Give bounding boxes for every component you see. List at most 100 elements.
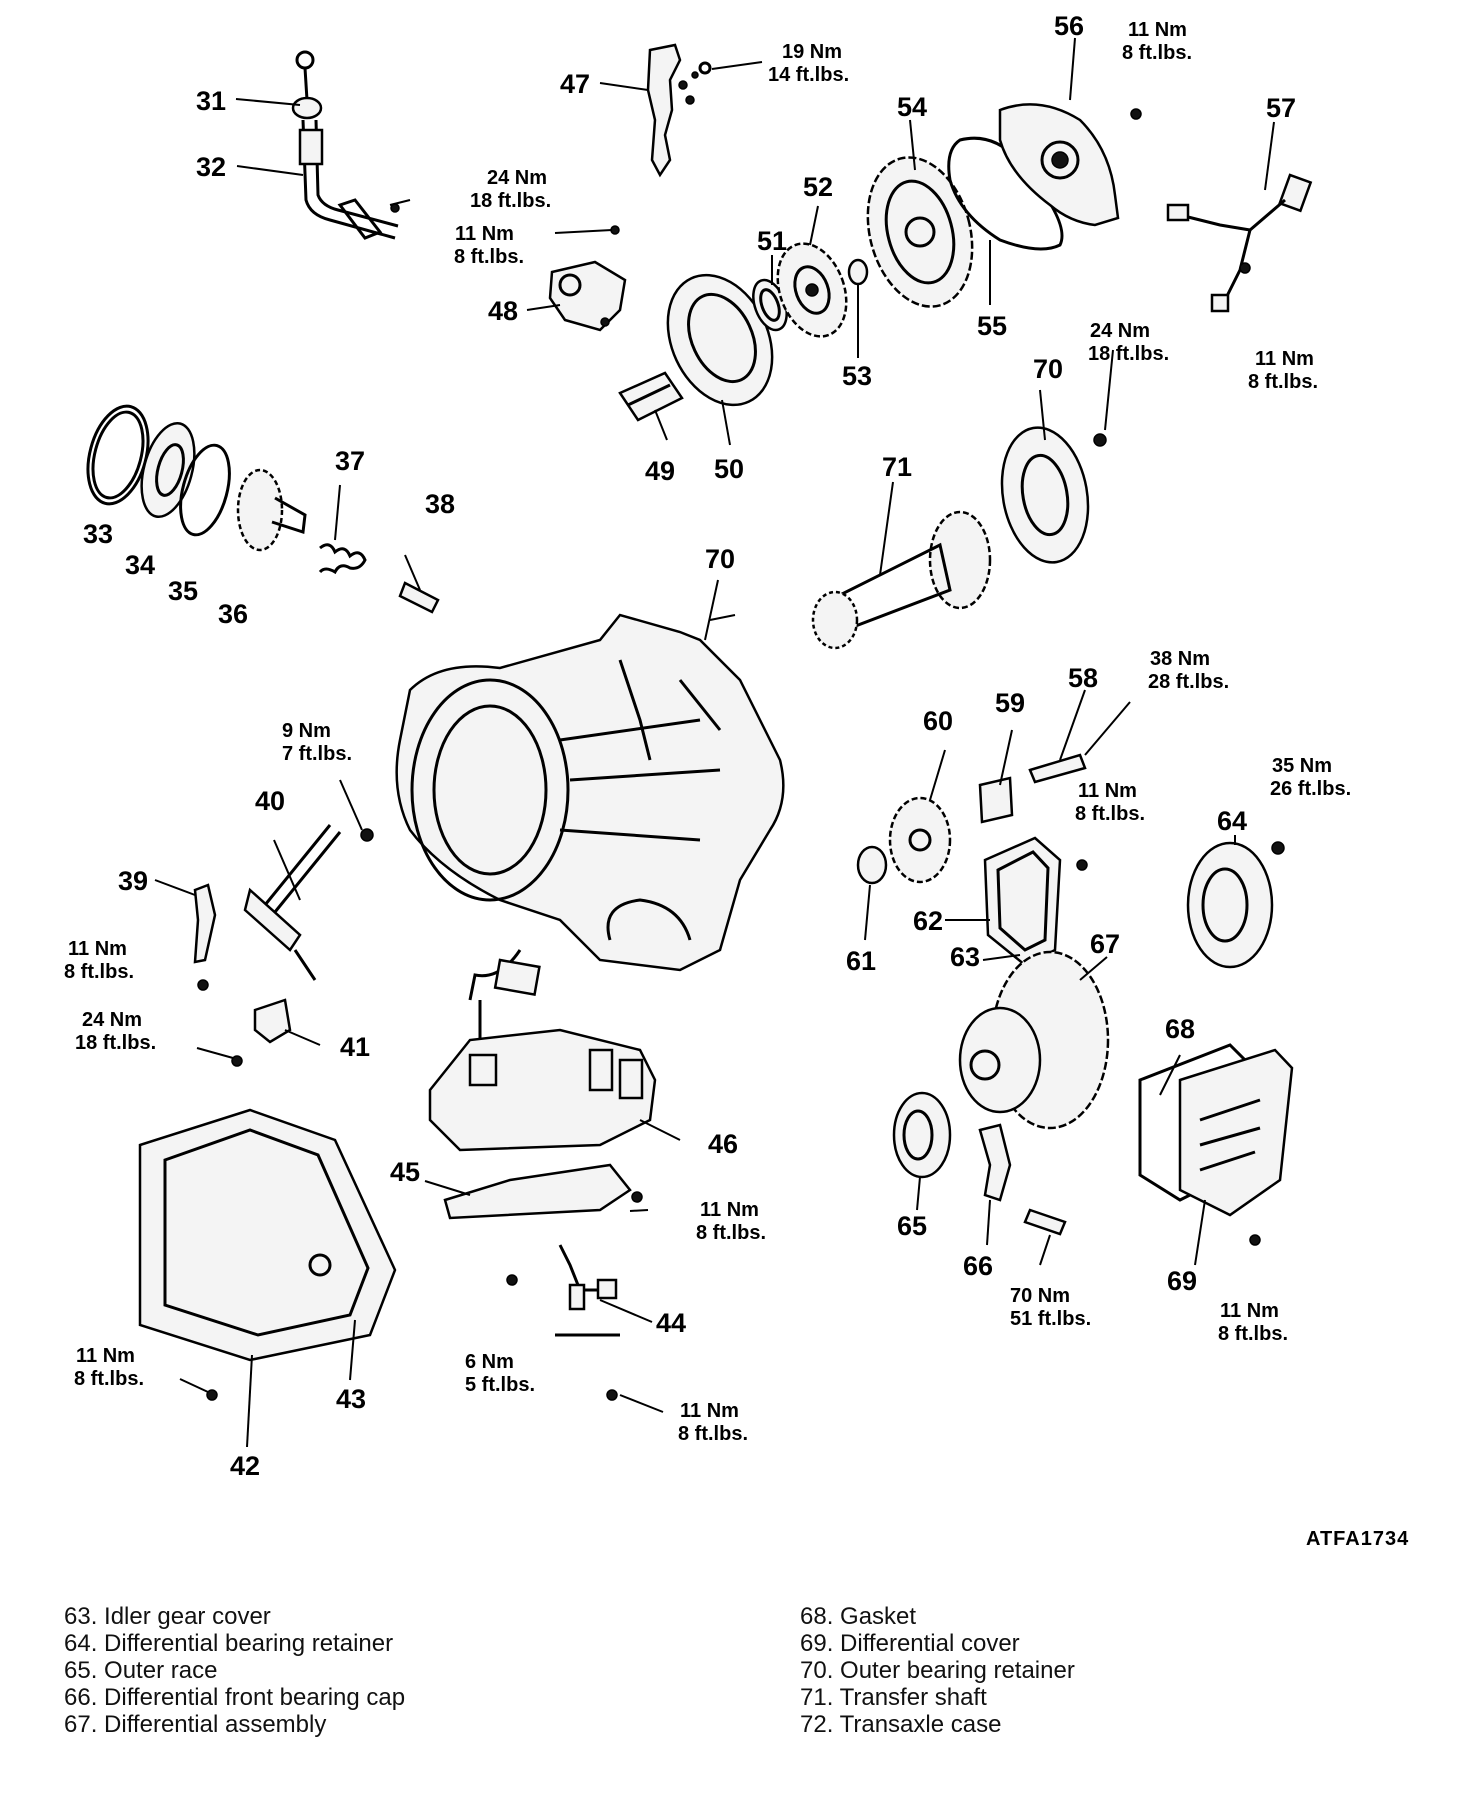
callout-58: 58	[1068, 663, 1098, 693]
oil-pan-part	[138, 1108, 397, 1362]
bolt-58-part	[1028, 753, 1087, 784]
callout-70-upper: 70	[1033, 354, 1063, 384]
bearing-cap-part	[978, 1123, 1012, 1202]
callout-53: 53	[842, 361, 872, 391]
legend-item: 70. Outer bearing retainer	[800, 1657, 1075, 1684]
callout-35: 35	[168, 576, 198, 606]
callout-41: 41	[340, 1032, 370, 1062]
callout-37: 37	[335, 446, 365, 476]
callout-50: 50	[714, 454, 744, 484]
callout-65: 65	[897, 1211, 927, 1241]
callout-61: 61	[846, 946, 876, 976]
differential-assembly-part	[958, 950, 1110, 1130]
legend-item: 63. Idler gear cover	[64, 1603, 271, 1630]
callout-33: 33	[83, 519, 113, 549]
callout-48: 48	[488, 296, 518, 326]
callout-67: 67	[1090, 929, 1120, 959]
manual-lever-part	[646, 43, 712, 178]
callout-52: 52	[803, 172, 833, 202]
differential-bearing-retainer-part	[1186, 841, 1274, 969]
legend-item: 67. Differential assembly	[64, 1711, 327, 1738]
idler-shaft-part	[978, 776, 1014, 824]
callout-49: 49	[645, 456, 675, 486]
transaxle-case-part	[395, 613, 785, 1001]
callout-46: 46	[708, 1129, 738, 1159]
legend-item: 64. Differential bearing retainer	[64, 1630, 394, 1657]
legend-item: 69. Differential cover	[800, 1630, 1020, 1657]
park-sprag-part	[253, 998, 292, 1044]
legend-item: 65. Outer race	[64, 1657, 218, 1684]
callout-55: 55	[977, 311, 1007, 341]
callout-54: 54	[897, 92, 927, 122]
callout-36: 36	[218, 599, 248, 629]
output-gear-part	[236, 468, 307, 552]
idler-gear-part	[776, 242, 848, 338]
callout-56: 56	[1054, 11, 1084, 41]
callout-57: 57	[1266, 93, 1296, 123]
callout-51: 51	[757, 226, 787, 256]
transfer-shaft-part	[811, 510, 992, 650]
legend-right-column: 68. Gasket 69. Differential cover 70. Ou…	[800, 1603, 1075, 1738]
legend-left-column: 63. Idler gear cover 64. Differential be…	[64, 1603, 405, 1738]
legend-item: 68. Gasket	[800, 1603, 917, 1630]
washer-61-part	[856, 845, 888, 885]
speed-sensor-part	[548, 260, 627, 332]
callout-31: 31	[196, 86, 226, 116]
callout-59: 59	[995, 688, 1025, 718]
callout-69: 69	[1167, 1266, 1197, 1296]
callout-40: 40	[255, 786, 285, 816]
callout-63: 63	[950, 942, 980, 972]
fastener-bolts	[197, 108, 1285, 1401]
callout-44: 44	[656, 1308, 686, 1338]
reference-code: ATFA1734	[1306, 1528, 1409, 1550]
sleeve-part	[618, 371, 684, 422]
sensor-harness-part	[1166, 173, 1313, 313]
legend-item: 66. Differential front bearing cap	[64, 1684, 406, 1711]
rear-cover-part	[998, 103, 1120, 227]
shift-shaft-part	[243, 824, 342, 981]
callout-68: 68	[1165, 1014, 1195, 1044]
callout-42: 42	[230, 1451, 260, 1481]
solenoid-part	[555, 1244, 620, 1337]
callout-47: 47	[560, 69, 590, 99]
callout-39: 39	[118, 866, 148, 896]
legend-item: 71. Transfer shaft	[800, 1684, 987, 1711]
retaining-ring-part	[179, 443, 231, 537]
spring-part	[318, 543, 367, 575]
callout-64: 64	[1217, 806, 1247, 836]
callout-45: 45	[390, 1157, 420, 1187]
valve-body-part	[428, 1000, 657, 1152]
differential-cover-part	[1178, 1048, 1294, 1217]
dipstick-tube-part	[291, 50, 399, 240]
leader-lines	[154, 37, 1275, 1448]
callout-66: 66	[963, 1251, 993, 1281]
callout-34: 34	[125, 550, 155, 580]
callout-numbers: 31 32 33 34 35 36 37 38 39 40 41 42 43 4…	[83, 11, 1296, 1481]
callout-38: 38	[425, 489, 455, 519]
retainer-plate-part	[666, 273, 774, 407]
outer-race-part	[892, 1091, 952, 1179]
callout-62: 62	[913, 906, 943, 936]
transfer-gear-part	[866, 156, 974, 308]
pin-part	[398, 581, 440, 614]
cap-bolt-part	[1023, 1208, 1067, 1236]
oil-filter-part	[443, 1163, 632, 1220]
idler-gear-cover-part	[983, 836, 1062, 967]
callout-60: 60	[923, 706, 953, 736]
callout-70-case: 70	[705, 544, 735, 574]
